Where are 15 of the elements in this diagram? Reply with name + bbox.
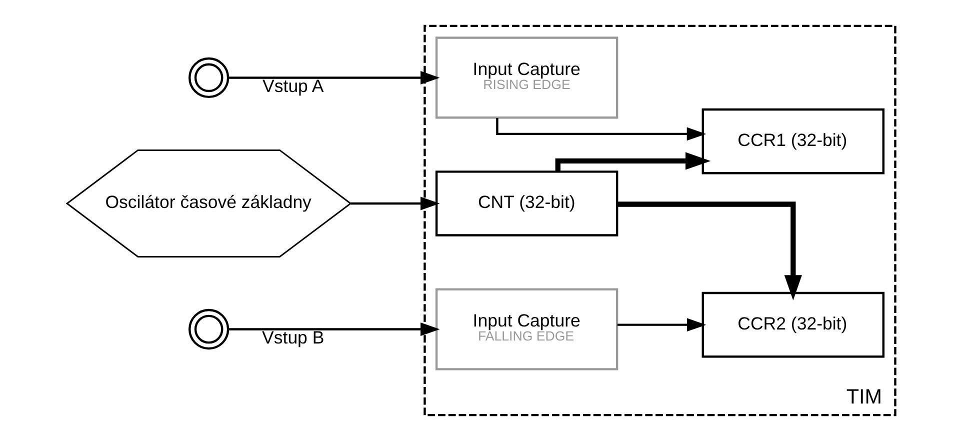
- node-circle: [188, 308, 230, 350]
- edge-label: Vstup A: [262, 76, 324, 96]
- arrow: [617, 202, 802, 300]
- node-box: Input Capture FALLING EDGE: [435, 288, 618, 370]
- node-box: CCR2 (32-bit): [702, 292, 885, 358]
- node-box: CCR1 (32-bit): [702, 108, 885, 174]
- node-box: Input Capture RISING EDGE: [435, 36, 618, 119]
- arrow: [350, 196, 440, 210]
- node-box: CNT (32-bit): [435, 170, 618, 236]
- arrow: [555, 152, 711, 172]
- edge-label: Vstup B: [262, 327, 324, 348]
- arrow: [228, 70, 440, 84]
- arrow: [228, 322, 440, 336]
- node-circle: [188, 57, 230, 98]
- arrow: [617, 318, 706, 332]
